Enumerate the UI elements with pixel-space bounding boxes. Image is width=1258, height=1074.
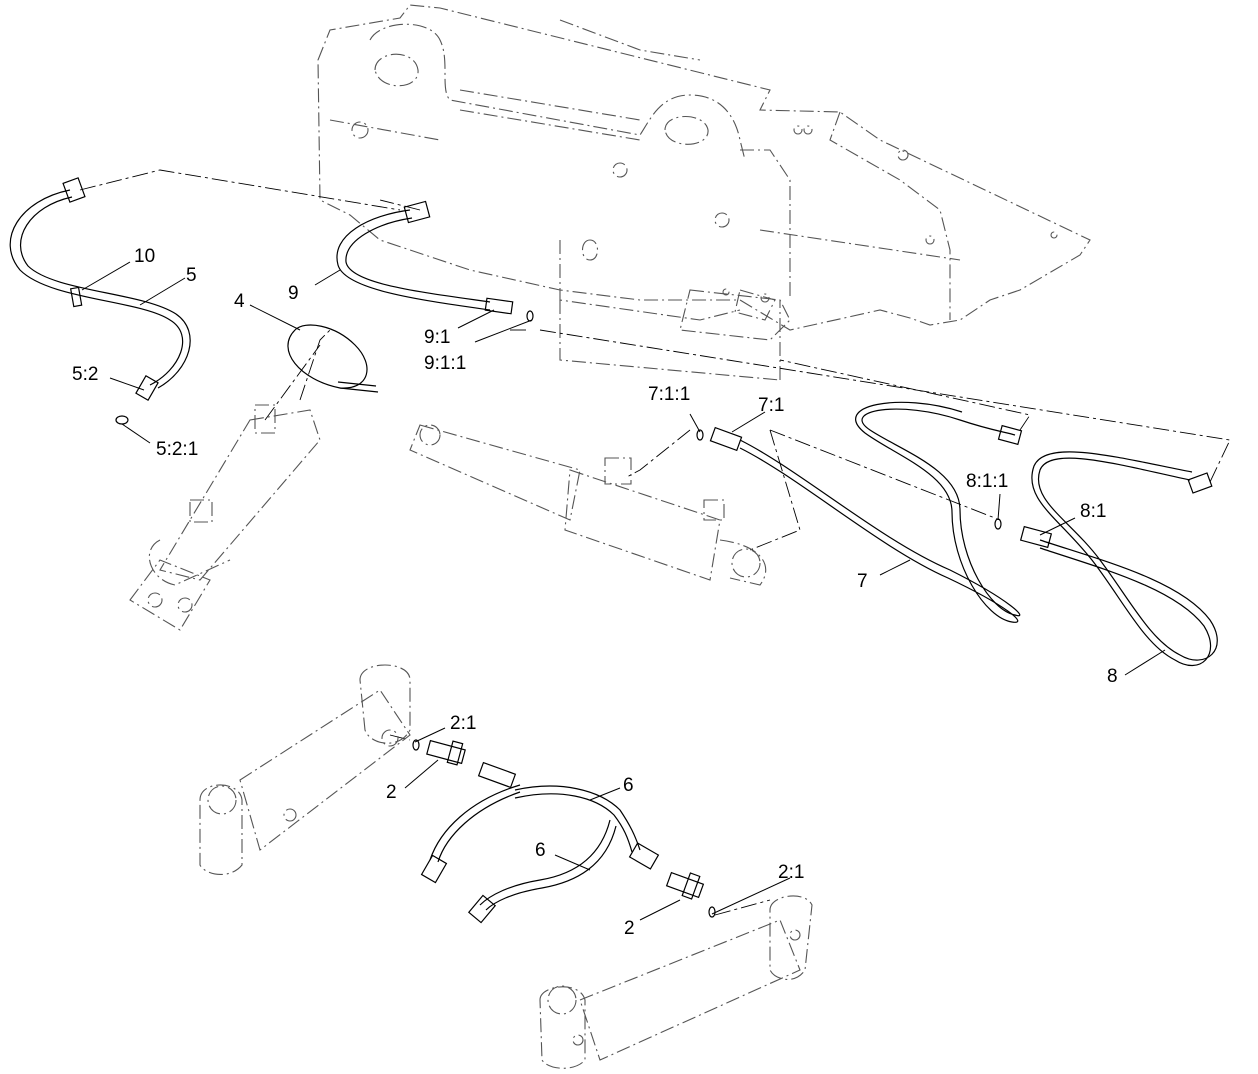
fitting-5-2 [135,375,159,401]
machine-frame [317,4,1091,381]
o-ring-8-1-1 [994,518,1002,530]
callout-8: 8 [1107,666,1118,687]
callout-leaders [81,261,1166,921]
o-ring-5-2-1 [115,415,129,425]
callout-9-1-1: 9:1:1 [424,353,467,374]
hoses-6 [420,784,660,924]
callout-9: 9 [288,283,299,304]
hose-5 [9,177,191,425]
fitting-8-1 [1019,525,1053,549]
clamp-10 [69,286,83,308]
callout-2-bottom: 2 [624,918,635,939]
callout-7: 7 [857,571,868,592]
callout-4: 4 [234,291,245,312]
callout-2-1-top: 2:1 [450,713,477,734]
callout-7-1: 7:1 [758,395,785,416]
tee-fitting-2-top [412,739,517,789]
o-ring-7-1-1 [696,429,704,441]
cylinder-middle [409,424,767,586]
cylinder-lower-right [539,895,813,1069]
cylinder-lower-left [199,664,411,875]
callout-5-2: 5:2 [72,364,99,385]
callout-2-1-bottom: 2:1 [778,862,805,883]
callout-7-1-1: 7:1:1 [648,384,691,405]
callout-5-2-1: 5:2:1 [156,439,199,460]
callout-8-1: 8:1 [1080,501,1107,522]
hose-8 [994,451,1218,666]
callout-2-top: 2 [386,782,397,803]
callout-6-top: 6 [623,775,634,796]
callout-8-1-1: 8:1:1 [966,471,1009,492]
assembly-lines [79,169,1231,916]
o-ring-9-1-1 [526,310,534,322]
callout-9-1: 9:1 [424,327,451,348]
cylinder-left [129,404,321,631]
callout-10: 10 [134,246,156,267]
tee-fitting-2-bottom [665,871,716,918]
fitting-9-1 [484,297,514,315]
callout-5: 5 [186,265,197,286]
clamp-4 [287,324,379,393]
hose-7 [696,401,1023,623]
callout-6-bottom: 6 [535,840,546,861]
fitting-7-1 [709,426,743,452]
hose-9 [336,200,534,322]
